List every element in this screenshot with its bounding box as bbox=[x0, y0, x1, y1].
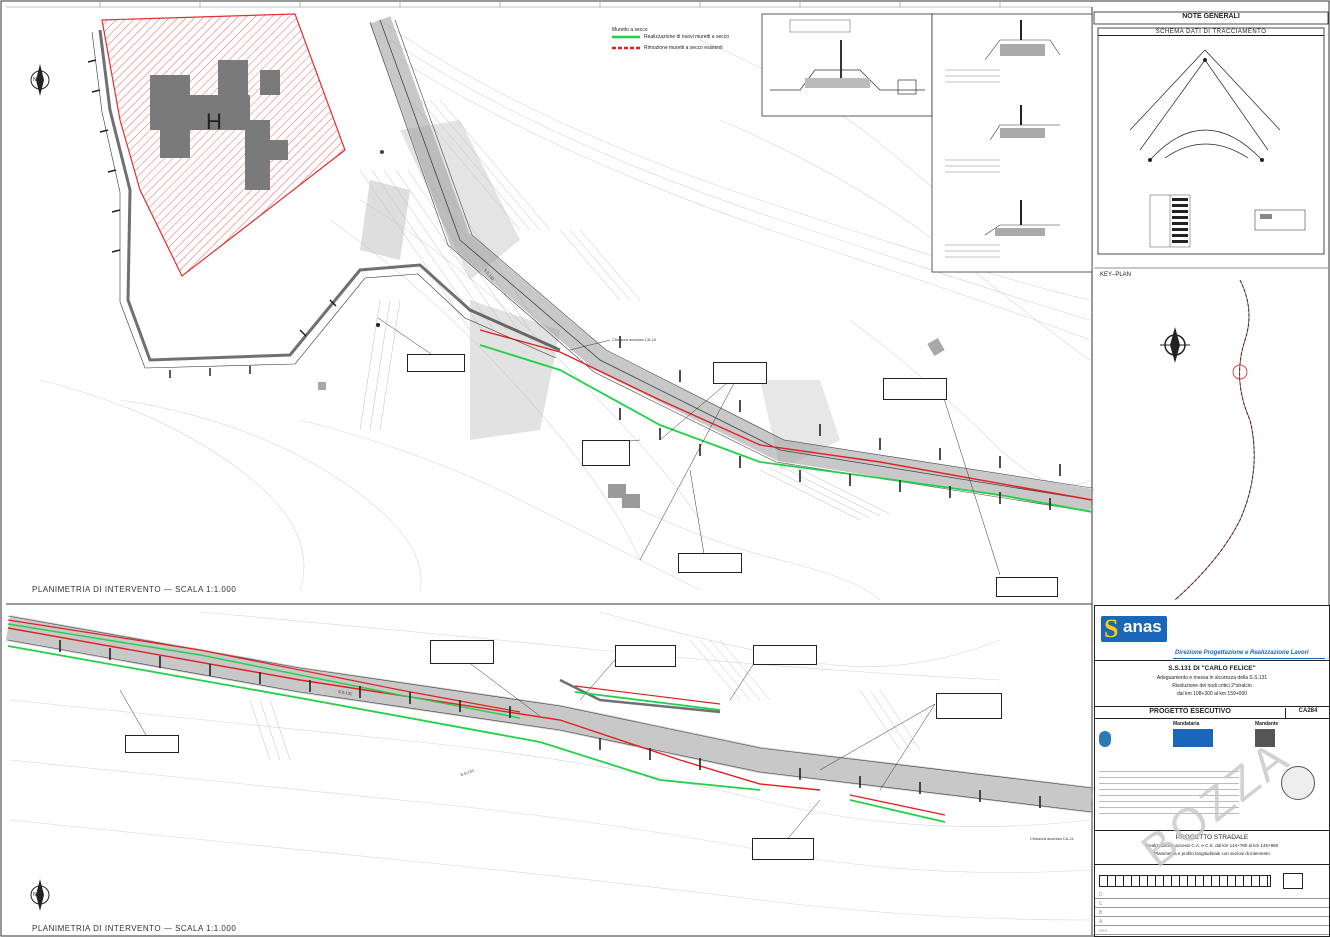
signature-lines bbox=[1099, 766, 1239, 816]
road-name: S.S.131 DI "CARLO FELICE" bbox=[1168, 665, 1256, 672]
direction-label: Direzione Progettazione e Realizzazione … bbox=[1175, 650, 1309, 656]
legend-item1-label: Realizzazione di nuovi muretti a secco bbox=[644, 34, 730, 40]
panel-title-bottom: PLANIMETRIA DI INTERVENTO — SCALA 1:1.00… bbox=[32, 924, 237, 933]
callout-box bbox=[582, 440, 630, 466]
schema-title: SCHEMA DATI DI TRACCIAMENTO bbox=[1098, 29, 1324, 36]
access-label-ca11: Chiusura accesso CA-11 bbox=[1030, 836, 1074, 841]
callout-box bbox=[125, 735, 179, 753]
revision-table: D C B A REV. bbox=[1095, 890, 1329, 936]
title-block: S anas Direzione Progettazione e Realizz… bbox=[1094, 605, 1330, 937]
section-title: PROGETTO STRADALE bbox=[1175, 834, 1249, 841]
anas-brand: anas bbox=[1123, 617, 1162, 636]
road-line2: Risoluzione dei nodi critici 2°stralcio bbox=[1172, 683, 1252, 689]
phase-row: PROGETTO ESECUTIVO CA284 bbox=[1095, 706, 1329, 719]
mandataria-label: Mandataria bbox=[1173, 721, 1200, 727]
key-plan-label: KEY–PLAN bbox=[1100, 272, 1132, 278]
road-line3: dal km 108+300 al km 159+000 bbox=[1176, 691, 1248, 697]
road-row: S.S.131 DI "CARLO FELICE" Adeguamento e … bbox=[1095, 660, 1329, 707]
callout-box bbox=[752, 838, 814, 860]
north-arrow-keyplan bbox=[1160, 327, 1190, 363]
callout-box bbox=[753, 645, 817, 665]
callout-box bbox=[883, 378, 947, 400]
section-sub1: Realizzazione accessi C.A. e C.S. dal km… bbox=[1145, 843, 1279, 848]
panel-title-top: PLANIMETRIA DI INTERVENTO — SCALA 1:1.00… bbox=[32, 585, 237, 594]
team-logo-left bbox=[1099, 731, 1111, 747]
mandataria-logo bbox=[1173, 729, 1213, 747]
compass-label-bottom: Nord bbox=[33, 892, 44, 898]
anas-logo-s-icon: S bbox=[1104, 614, 1119, 643]
callout-box bbox=[936, 693, 1002, 719]
callout-box bbox=[430, 640, 494, 664]
project-code: CA284 bbox=[1285, 708, 1330, 719]
section-row: PROGETTO STRADALE Realizzazione accessi … bbox=[1095, 830, 1329, 865]
access-label-ca10: Chiusura accesso CA-10 bbox=[612, 337, 657, 342]
mandante-label: Mandante bbox=[1255, 721, 1279, 727]
north-arrow-bottom bbox=[30, 879, 50, 911]
direction-rule bbox=[1173, 644, 1325, 659]
team-row: Mandataria Mandante bbox=[1095, 718, 1329, 761]
notes-header: NOTE GENERALI bbox=[1182, 13, 1240, 20]
legend-item2-label: Rimozione muretti a secco esistenti bbox=[644, 45, 723, 51]
compass-label-top: Nord bbox=[33, 77, 44, 83]
callout-box bbox=[713, 362, 767, 384]
legend-item1-title: Muretto a secco bbox=[612, 27, 648, 33]
callout-box bbox=[407, 354, 465, 372]
callout-box bbox=[678, 553, 742, 573]
callout-box bbox=[996, 577, 1058, 597]
hospital-marker: H bbox=[206, 109, 222, 134]
revision-rules bbox=[1095, 890, 1329, 936]
code-cells bbox=[1099, 875, 1271, 887]
mandante-logo bbox=[1255, 729, 1275, 747]
section-sub2: Planimetria e profilo longitudinale con … bbox=[1154, 851, 1270, 856]
north-arrow-top bbox=[30, 64, 50, 96]
callout-box bbox=[615, 645, 676, 667]
stamp-circle bbox=[1281, 766, 1315, 800]
anas-logo: S anas bbox=[1101, 614, 1167, 643]
phase-label: PROGETTO ESECUTIVO bbox=[1149, 708, 1231, 715]
codes-row bbox=[1095, 864, 1329, 891]
sheet-number-box bbox=[1283, 873, 1303, 889]
road-line1: Adeguamento e messa in sicurezza della S… bbox=[1156, 675, 1268, 681]
